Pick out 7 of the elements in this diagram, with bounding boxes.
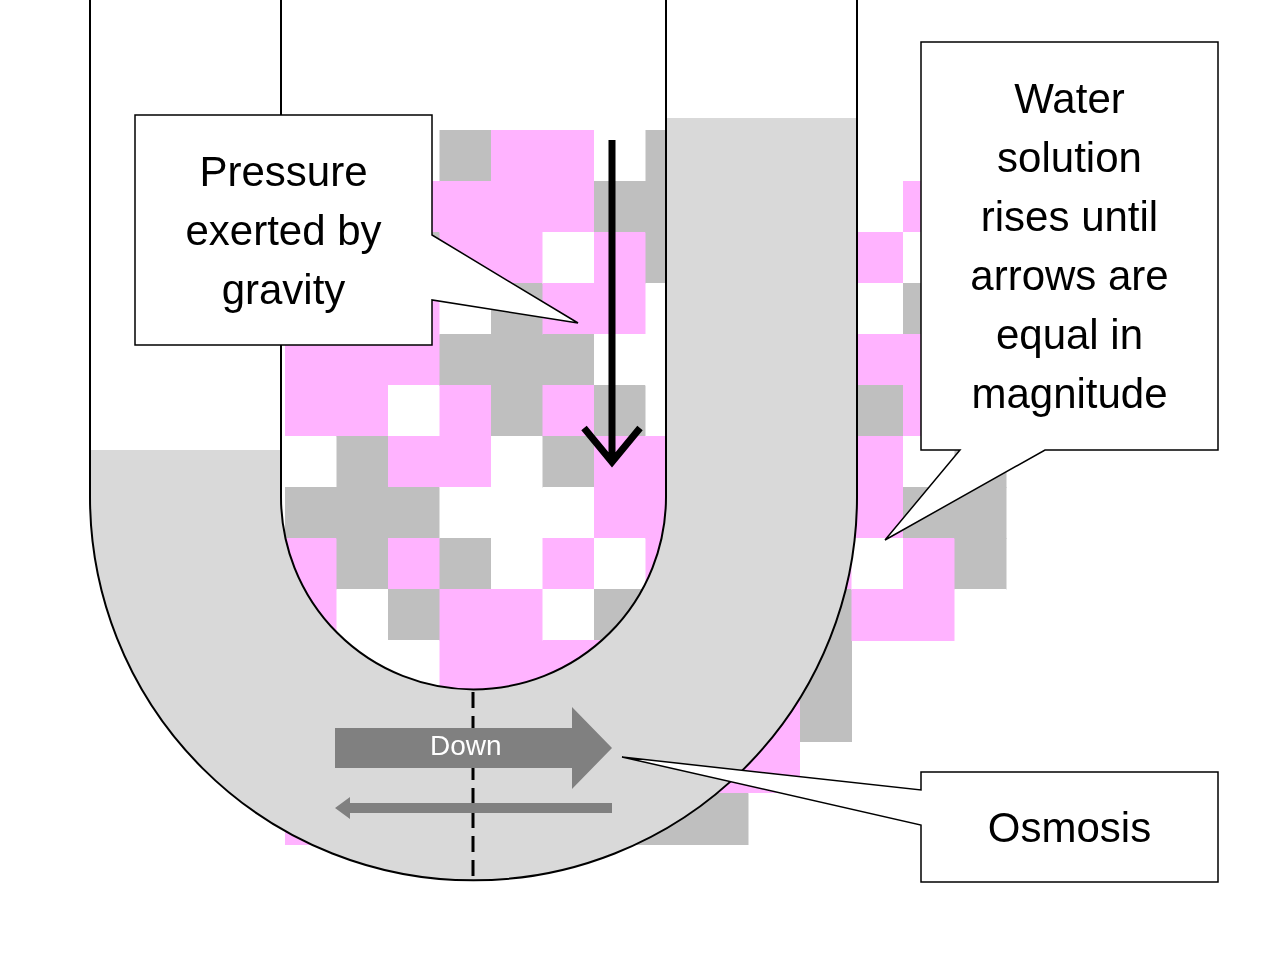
callout-bubble: [885, 42, 1218, 540]
callout-text: Osmosis: [987, 802, 1152, 853]
callout-bubble: [622, 757, 1218, 882]
arrow-label: Down: [430, 730, 502, 762]
callout-text: Pressure exerted by gravity: [184, 146, 383, 315]
callout-text: Water solution rises until arrows are equal in magnitude: [969, 74, 1170, 419]
callout-bubble: [135, 115, 578, 345]
